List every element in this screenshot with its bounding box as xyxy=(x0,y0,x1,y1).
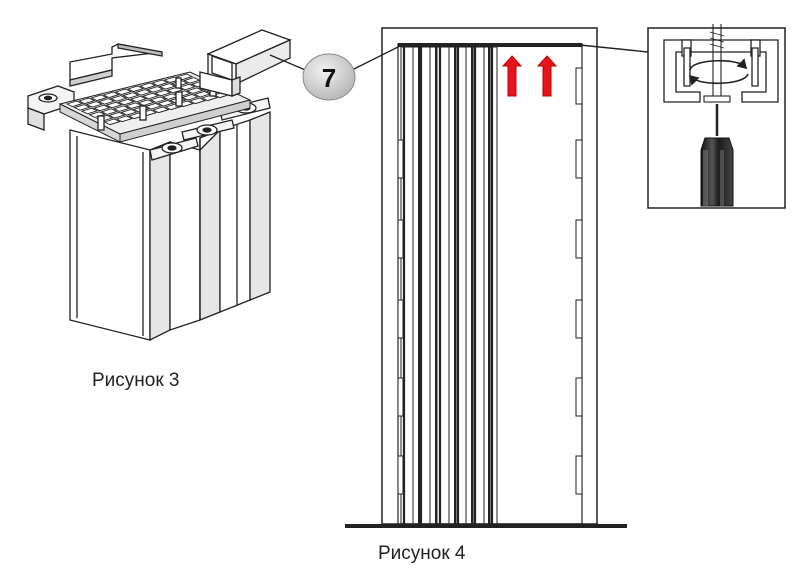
grid-cell xyxy=(117,98,136,106)
screw-icon xyxy=(703,24,731,103)
right-bracket xyxy=(575,139,583,179)
slat-panel-middle xyxy=(169,129,221,331)
grid-cell xyxy=(90,94,108,102)
slat-edge xyxy=(471,47,474,524)
figure-3-caption: Рисунок 3 xyxy=(92,370,180,391)
grid-cell xyxy=(137,99,155,106)
figure-3-slat-assembly xyxy=(27,29,292,342)
grid-cell xyxy=(105,101,123,109)
grid-cell xyxy=(100,108,119,115)
grid-cell xyxy=(129,95,148,103)
grid-cell xyxy=(134,89,152,96)
figure-4-caption: Рисунок 4 xyxy=(378,543,466,564)
grid-cell xyxy=(80,107,99,115)
slat-panel-back xyxy=(219,111,271,313)
grid-cell xyxy=(181,93,199,101)
grid-cell xyxy=(178,83,197,91)
grid-cell xyxy=(65,100,84,108)
left-bracket xyxy=(397,377,404,417)
step-badge xyxy=(302,53,356,101)
leader-lines xyxy=(269,44,649,73)
grid-cell xyxy=(112,105,131,112)
slat-edge xyxy=(435,47,438,524)
grid-cell xyxy=(146,86,165,93)
grid-cell xyxy=(85,101,104,108)
grid-cell xyxy=(158,83,177,90)
slat-edge xyxy=(454,47,457,524)
rotate-icon xyxy=(688,58,749,86)
grid-cell xyxy=(77,97,96,105)
grid-cell xyxy=(156,99,175,107)
grid-cell xyxy=(126,85,145,93)
grid-cell xyxy=(138,82,157,90)
left-bracket xyxy=(397,139,404,179)
grid-cell xyxy=(114,88,133,96)
grid-cell xyxy=(141,92,160,100)
hinge-grid-cells xyxy=(65,73,231,126)
grid-cell xyxy=(153,89,172,97)
detail-inset-screw-adjustment xyxy=(647,24,786,209)
grid-cell xyxy=(188,97,207,105)
slat-edge xyxy=(488,47,491,524)
grid-cell xyxy=(149,96,167,103)
left-bracket xyxy=(397,299,404,339)
grid-cell xyxy=(152,106,170,114)
slat-stack-outline xyxy=(400,46,498,525)
right-bracket xyxy=(575,299,583,339)
top-rail xyxy=(398,43,582,47)
grid-cell xyxy=(103,118,121,126)
figure-4-door-frame xyxy=(345,27,627,528)
right-bracket xyxy=(575,377,583,417)
left-bracket xyxy=(397,219,404,259)
grid-cell xyxy=(97,98,116,105)
grid-cell xyxy=(107,111,126,119)
grid-cell xyxy=(109,95,128,102)
left-bracket xyxy=(397,455,404,495)
folded-slats xyxy=(400,46,498,525)
slat-panel-front xyxy=(69,129,171,342)
grid-cell xyxy=(88,111,106,118)
right-bracket xyxy=(575,455,583,495)
red-up-arrow-icon xyxy=(501,55,558,97)
top-rail-profile xyxy=(199,29,292,97)
wall-brackets xyxy=(397,67,583,495)
grid-cell xyxy=(151,79,169,87)
step-number-label: 7 xyxy=(321,63,337,93)
rail-c-profile xyxy=(663,39,779,103)
right-bracket xyxy=(575,219,583,259)
grid-cell xyxy=(102,91,121,99)
floor-line xyxy=(345,524,627,528)
screwdriver-icon xyxy=(700,104,734,207)
slat-edge xyxy=(418,47,421,524)
grid-cell xyxy=(92,104,111,112)
grid-cell xyxy=(122,92,140,99)
grid-cell xyxy=(73,104,91,111)
grid-cell xyxy=(144,102,163,110)
grid-cell xyxy=(185,87,204,94)
grid-cell xyxy=(115,115,134,123)
right-bracket xyxy=(575,67,583,105)
big-push-arrow-icon xyxy=(69,43,163,87)
grid-cell xyxy=(120,108,138,116)
